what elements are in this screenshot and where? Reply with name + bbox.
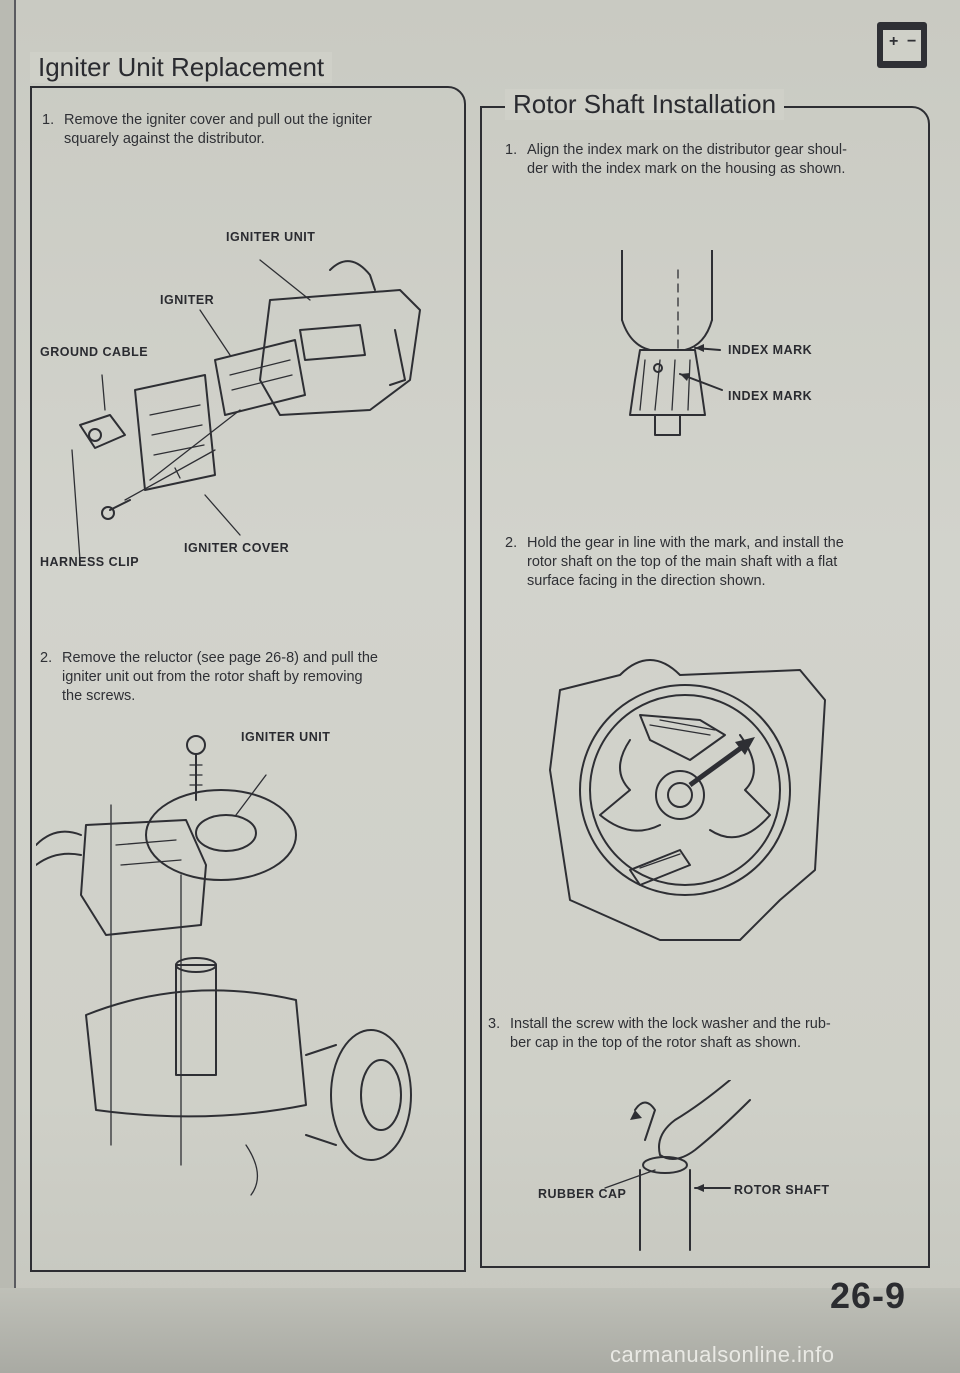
- label-igniter: IGNITER: [160, 293, 215, 307]
- label-igniter-unit-2: IGNITER UNIT: [241, 730, 331, 744]
- battery-plus-sign: +: [889, 33, 899, 50]
- right-step-3-number: 3.: [488, 1016, 501, 1032]
- label-ground-cable: GROUND CABLE: [40, 345, 149, 359]
- left-step-2-line-1: Remove the reluctor (see page 26-8) and …: [62, 650, 378, 666]
- rubber-cap-install-diagram: [604, 1080, 751, 1251]
- right-step-2-number: 2.: [505, 535, 518, 551]
- right-step-3-line-1: Install the screw with the lock washer a…: [510, 1016, 831, 1032]
- left-step-1-number: 1.: [42, 112, 55, 128]
- label-index-mark-upper: INDEX MARK: [728, 343, 813, 357]
- label-rotor-shaft: ROTOR SHAFT: [734, 1183, 830, 1197]
- label-rubber-cap: RUBBER CAP: [538, 1187, 627, 1201]
- page-number: 26-9: [830, 1275, 907, 1316]
- label-harness-clip: HARNESS CLIP: [40, 555, 140, 569]
- left-step-2-line-2: igniter unit out from the rotor shaft by…: [62, 669, 363, 685]
- right-step-1-line-2: der with the index mark on the housing a…: [527, 161, 846, 177]
- battery-icon: + −: [877, 22, 927, 68]
- right-step-2-line-1: Hold the gear in line with the mark, and…: [527, 535, 844, 551]
- left-section-title: Igniter Unit Replacement: [30, 52, 333, 83]
- rotor-shaft-top-view-diagram: [549, 659, 826, 941]
- left-step-2-number: 2.: [40, 650, 53, 666]
- right-step-1-line-1: Align the index mark on the distributor …: [527, 142, 847, 158]
- page-left-edge: [0, 0, 16, 1373]
- right-section-title: Rotor Shaft Installation: [505, 89, 785, 120]
- label-index-mark-lower: INDEX MARK: [728, 389, 813, 403]
- left-step-1-line-1: Remove the igniter cover and pull out th…: [64, 112, 372, 128]
- right-step-1-number: 1.: [505, 142, 518, 158]
- igniter-exploded-diagram: [71, 259, 421, 561]
- right-step-2-line-3: surface facing in the direction shown.: [527, 573, 766, 589]
- left-step-1-line-2: squarely against the distributor.: [64, 131, 265, 147]
- distributor-gear-index-diagram: [621, 250, 723, 436]
- battery-minus-sign: −: [907, 33, 917, 50]
- left-section-frame: [30, 86, 466, 1272]
- right-step-3-line-2: ber cap in the top of the rotor shaft as…: [510, 1035, 801, 1051]
- watermark: carmanualsonline.info: [610, 1342, 835, 1367]
- left-step-2-line-3: the screws.: [62, 688, 136, 704]
- label-igniter-cover: IGNITER COVER: [184, 541, 290, 555]
- battery-icon-face: + −: [883, 30, 921, 61]
- right-step-2-line-2: rotor shaft on the top of the main shaft…: [527, 554, 838, 570]
- igniter-unit-removal-diagram: [36, 735, 412, 1196]
- page-bottom-band: [0, 1288, 960, 1373]
- label-igniter-unit-1: IGNITER UNIT: [226, 230, 316, 244]
